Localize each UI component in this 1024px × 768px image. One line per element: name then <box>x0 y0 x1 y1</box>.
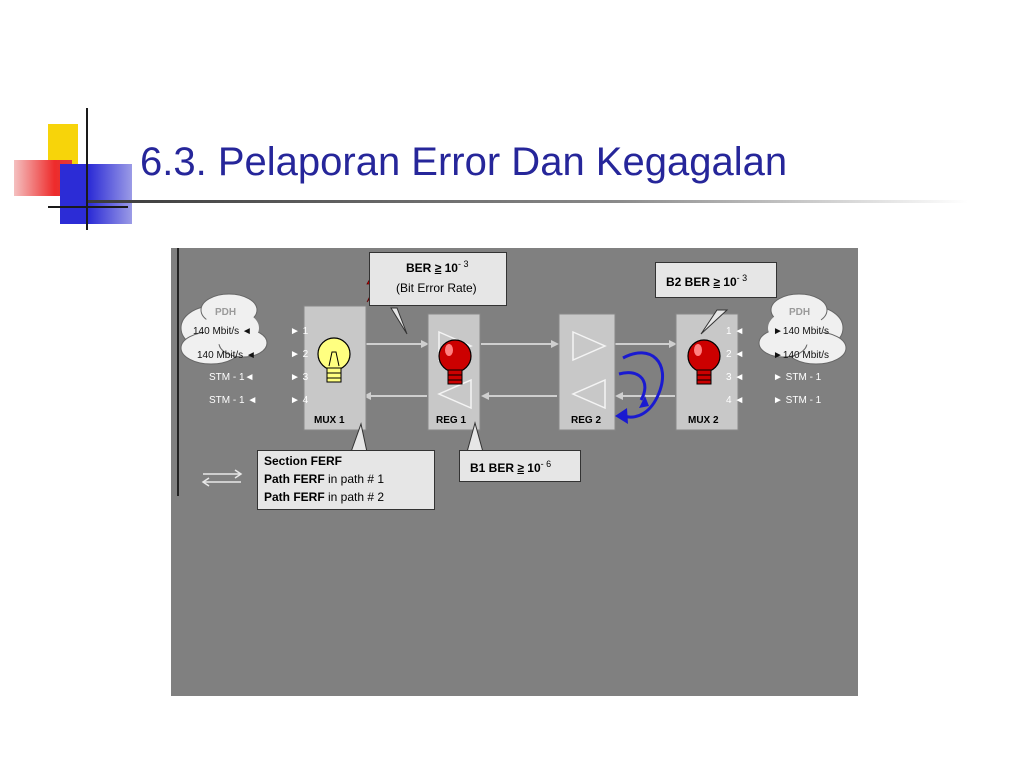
reg1-label: REG 1 <box>436 415 467 426</box>
mux2-port-2: 2 ◄ <box>726 349 745 360</box>
ber-operator: ≥ <box>434 261 442 275</box>
deco-vertical-line <box>86 108 88 230</box>
b2-prefix: B2 BER <box>666 275 711 289</box>
ber-description: (Bit Error Rate) <box>396 281 477 295</box>
left-rate-2: 140 Mbit/s ◄ <box>197 350 256 361</box>
ferf-line-3-bold: Path FERF <box>264 490 325 504</box>
network-diagram: PDH 140 Mbit/s ◄ 140 Mbit/s ◄ STM - 1◄ S… <box>171 248 858 696</box>
loop-arrow-icon <box>618 351 665 419</box>
slide-title: 6.3. Pelaporan Error Dan Kegagalan <box>140 140 788 184</box>
mux2-port-1: 1 ◄ <box>726 326 745 337</box>
b2-operator: ≥ <box>713 275 720 289</box>
right-signal-1: ► STM - 1 <box>773 372 822 383</box>
ber-exponent: - 3 <box>457 259 469 269</box>
mux1-port-2: ► 2 <box>290 349 309 360</box>
title-underline <box>88 200 968 203</box>
b2-exponent: - 3 <box>736 273 748 283</box>
ferf-callout: Section FERF Path FERF in path # 1 Path … <box>257 450 435 510</box>
reg2-box <box>558 313 616 431</box>
b1-operator: ≥ <box>517 461 524 475</box>
right-rate-2: ►140 Mbit/s <box>773 350 830 361</box>
ber-callout: BER ≥ 10- 3 (Bit Error Rate) <box>369 252 507 306</box>
b1-exponent: - 6 <box>540 459 552 469</box>
mux2-label: MUX 2 <box>688 415 719 426</box>
deco-short-line <box>48 206 128 208</box>
b1-prefix: B1 BER <box>470 461 515 475</box>
reg2-reverse-triangle <box>571 378 606 410</box>
ferf-line-3-rest: in path # 2 <box>324 490 385 504</box>
left-pdh-label: PDH <box>215 307 237 318</box>
deco-blue-square <box>60 164 132 224</box>
b2-ber-callout: B2 BER ≥ 10- 3 <box>655 262 777 298</box>
right-rate-1: ►140 Mbit/s <box>773 326 830 337</box>
left-rate-1: 140 Mbit/s ◄ <box>193 326 252 337</box>
right-pdh-label: PDH <box>789 307 811 318</box>
mux2-port-3: 3 ◄ <box>726 372 745 383</box>
reg1-fault-lamp-icon <box>438 339 472 385</box>
ferf-line-1: Section FERF <box>264 454 343 468</box>
ber-callout-pointer <box>390 307 408 335</box>
reg1-reverse-triangle <box>437 378 472 410</box>
reg2-label: REG 2 <box>571 415 602 426</box>
ber-prefix: BER <box>406 261 432 275</box>
mux2-port-4: 4 ◄ <box>726 395 745 406</box>
left-signal-2: STM - 1 ◄ <box>209 395 258 406</box>
b1-ber-callout: B1 BER ≥ 10- 6 <box>459 450 581 482</box>
left-signal-1: STM - 1◄ <box>209 372 255 383</box>
double-arrow-icon <box>201 469 243 487</box>
b1-value: 10 <box>527 461 541 475</box>
right-signal-2: ► STM - 1 <box>773 395 822 406</box>
mux2-fault-lamp-icon <box>687 339 721 385</box>
reg2-forward-triangle <box>572 330 607 362</box>
mux1-label: MUX 1 <box>314 415 345 426</box>
mux1-port-3: ► 3 <box>290 372 309 383</box>
right-pdh-cloud <box>758 293 847 365</box>
mux1-port-4: ► 4 <box>290 395 309 406</box>
mux1-port-1: ► 1 <box>290 326 309 337</box>
mux1-lamp-icon <box>317 337 351 383</box>
b2-callout-pointer <box>700 309 729 335</box>
diagram-drawing <box>177 248 847 496</box>
left-pdh-cloud <box>180 293 268 365</box>
b2-value: 10 <box>723 275 737 289</box>
ferf-line-2-bold: Path FERF <box>264 472 325 486</box>
ber-value: 10 <box>444 261 458 275</box>
ferf-line-2-rest: in path # 1 <box>324 472 385 486</box>
